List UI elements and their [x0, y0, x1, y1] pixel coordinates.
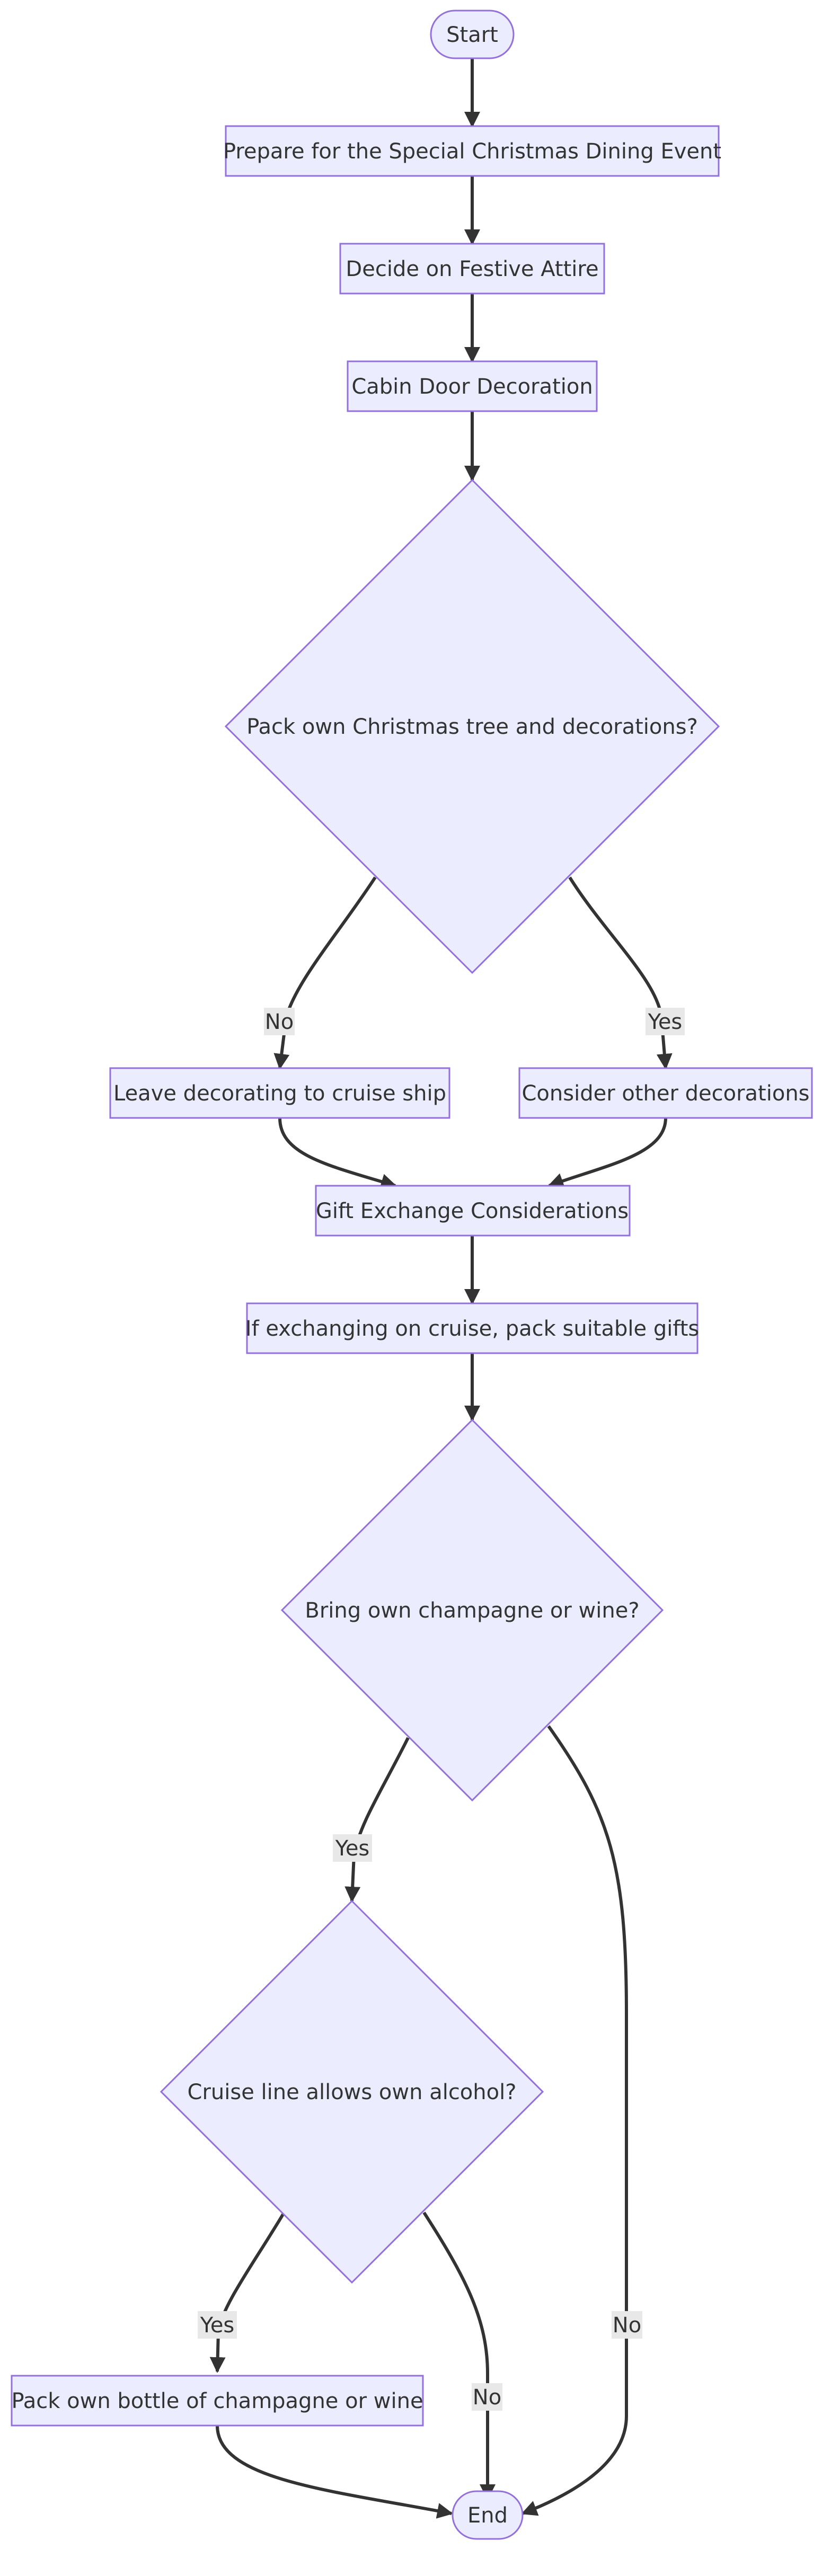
svg-text:Decide on Festive Attire: Decide on Festive Attire	[346, 257, 598, 281]
edge-champ-yes	[344, 1737, 410, 1903]
svg-text:Consider other decorations: Consider other decorations	[521, 1081, 809, 1106]
edge-label-alcohol-no: No	[472, 2383, 502, 2411]
pack-gifts-node: If exchanging on cruise, pack suitable g…	[245, 1302, 699, 1354]
edge-tree-yes	[568, 876, 673, 1070]
edge-leave-to-gift	[278, 1117, 397, 1189]
svg-text:Yes: Yes	[335, 1836, 370, 1861]
edge-champ-no	[521, 1725, 628, 2516]
pack-bottle-node: Pack own bottle of champagne or wine	[11, 2375, 424, 2427]
svg-text:Pack own bottle of champagne o: Pack own bottle of champagne or wine	[11, 2389, 423, 2413]
prepare-node: Prepare for the Special Christmas Dining…	[223, 125, 721, 177]
edge-tree-no	[273, 876, 377, 1070]
edge-label-alcohol-yes: Yes	[198, 2311, 237, 2339]
edge-other-to-gift	[547, 1117, 667, 1188]
attire-node: Decide on Festive Attire	[339, 243, 605, 295]
svg-text:If exchanging on cruise, pack: If exchanging on cruise, pack suitable g…	[245, 1317, 699, 1341]
svg-text:No: No	[265, 1010, 294, 1034]
svg-text:Prepare for the Special Christ: Prepare for the Special Christmas Dining…	[223, 139, 721, 164]
svg-text:Cabin Door Decoration: Cabin Door Decoration	[351, 375, 593, 399]
other-decorations-node: Consider other decorations	[518, 1067, 813, 1119]
tree-decision-node: Pack own Christmas tree and decorations?	[224, 478, 720, 974]
edge-label-champ-no: No	[612, 2311, 642, 2339]
champagne-decision-node: Bring own champagne or wine?	[280, 1418, 664, 1802]
edge-label-champ-yes: Yes	[333, 1834, 372, 1862]
svg-text:Start: Start	[446, 23, 498, 47]
svg-text:End: End	[467, 2503, 508, 2528]
svg-text:No: No	[473, 2385, 501, 2410]
gift-exchange-node: Gift Exchange Considerations	[315, 1185, 631, 1237]
svg-text:Leave decorating to cruise shi: Leave decorating to cruise ship	[113, 1081, 446, 1106]
alcohol-decision-node: Cruise line allows own alcohol?	[160, 1899, 544, 2284]
edge-alcohol-no	[422, 2211, 496, 2500]
start-node: Start	[430, 10, 515, 59]
leave-decorating-node: Leave decorating to cruise ship	[109, 1067, 450, 1119]
edge-label-tree-no: No	[264, 1008, 295, 1035]
edge-packbottle-to-end	[216, 2425, 453, 2519]
edge-alcohol-yes	[209, 2211, 286, 2373]
svg-text:Pack own Christmas tree and de: Pack own Christmas tree and decorations?	[246, 715, 698, 739]
cabin-door-node: Cabin Door Decoration	[347, 360, 598, 412]
svg-text:Yes: Yes	[648, 1010, 683, 1034]
edge-label-tree-yes: Yes	[646, 1008, 685, 1035]
svg-text:Yes: Yes	[200, 2313, 235, 2338]
end-node: End	[452, 2490, 524, 2540]
svg-text:Cruise line allows own alcohol: Cruise line allows own alcohol?	[188, 2080, 517, 2104]
svg-text:Bring own champagne or wine?: Bring own champagne or wine?	[305, 1598, 639, 1623]
svg-text:No: No	[613, 2313, 641, 2338]
svg-text:Gift Exchange Considerations: Gift Exchange Considerations	[316, 1199, 629, 1223]
